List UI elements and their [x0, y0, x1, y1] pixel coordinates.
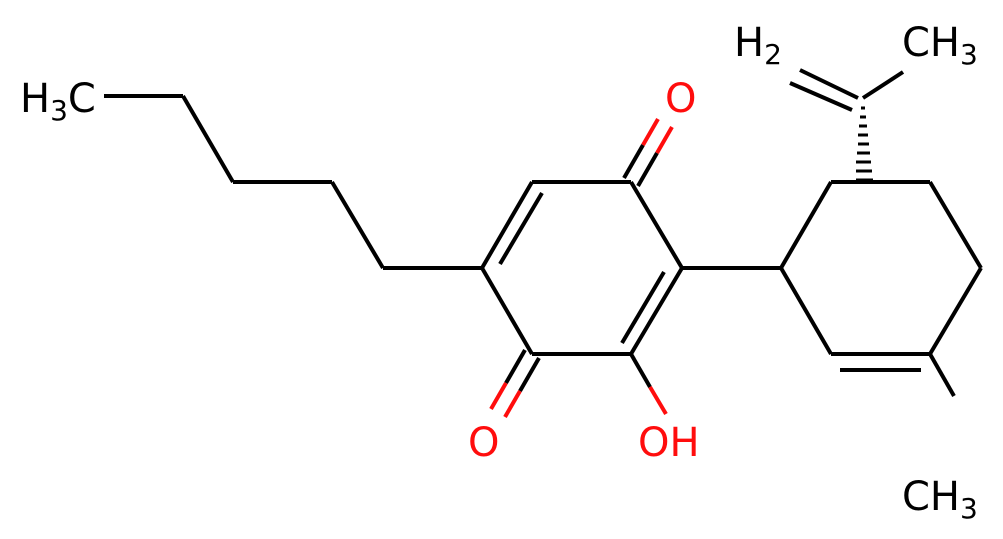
ring-bond-d [629, 266, 684, 356]
oxygen-bottom-label: O [468, 420, 499, 466]
bond-c4-c5 [330, 180, 385, 270]
quinone-ring [480, 180, 684, 356]
cyclohexene-ring [682, 180, 983, 397]
co-bottom-bond-2-o [489, 382, 508, 410]
co-top-bond-1-o [655, 126, 674, 154]
hashed-wedge [856, 106, 873, 182]
bond-c2-c3 [181, 94, 235, 184]
iso-to-ch3 [861, 70, 905, 100]
h2-label: H2 [734, 20, 782, 71]
hydroxyl-label: OH [638, 420, 700, 466]
co-bottom-bond-2 [504, 349, 527, 384]
isopropenyl-group [789, 68, 905, 112]
co-top-bond-2-o [641, 118, 660, 146]
oxygen-top-label: O [665, 76, 696, 122]
cy-bond-c [928, 266, 983, 356]
cy-bond-d [928, 180, 983, 270]
ring-bond-c [629, 180, 684, 270]
co-top-bond-2 [622, 144, 645, 179]
h3c-label: H3C [20, 76, 96, 127]
co-top-bond-1 [636, 152, 659, 187]
ring-bond-a [480, 180, 534, 270]
cy-bond-a [779, 266, 833, 356]
iso-double-1 [799, 68, 859, 100]
cy-bond-f [779, 180, 833, 270]
hydroxyl-bond [629, 353, 668, 416]
iso-double-2 [789, 81, 853, 112]
ch3-top-label: CH3 [902, 20, 978, 71]
ring-bond-f [480, 266, 534, 356]
ring-bond-a-inner [498, 191, 544, 266]
c-oh-bond [629, 353, 652, 388]
ch3-bottom-label: CH3 [902, 474, 978, 525]
pentyl-chain [104, 94, 482, 270]
co-bottom-bond-1-o [503, 390, 522, 418]
carbonyl-top [622, 118, 674, 187]
carbonyl-bottom [489, 349, 541, 418]
co-bottom-bond-1 [518, 357, 541, 392]
methyl-bond [928, 353, 956, 397]
c-oh-bond-o [648, 385, 668, 416]
ring-bond-d-inner [620, 270, 666, 345]
